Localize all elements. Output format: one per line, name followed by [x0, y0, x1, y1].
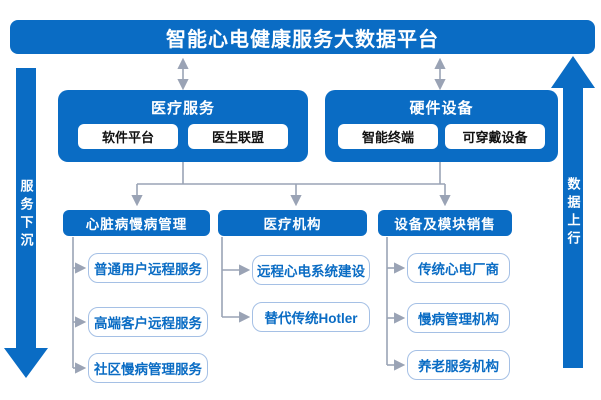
service-down-label: 服务下沉	[18, 179, 34, 251]
col2-item-replace-traditional-hotler: 替代传统Hotler	[252, 302, 370, 332]
tree-trunk-lines	[137, 162, 445, 185]
medical-service-box: 医疗服务 软件平台 医生联盟	[58, 90, 308, 162]
medical-service-title: 医疗服务	[150, 99, 215, 117]
hardware-device-title: 硬件设备	[409, 99, 474, 117]
service-down-arrow	[4, 68, 48, 378]
col2-header-medical-institutions: 医疗机构	[218, 210, 367, 236]
col1-item-premium-client-remote-service: 高端客户远程服务	[88, 307, 208, 337]
col1-item-community-chronic-service: 社区慢病管理服务	[88, 353, 208, 383]
data-up-label: 数据上行	[565, 177, 581, 249]
software-platform-box: 软件平台	[78, 124, 178, 149]
col3-item-elderly-care-orgs: 养老服务机构	[407, 350, 510, 380]
data-up-arrow	[551, 56, 595, 368]
hardware-device-children: 智能终端 可穿戴设备	[325, 124, 558, 149]
wearable-device-box: 可穿戴设备	[445, 124, 545, 149]
medical-service-children: 软件平台 医生联盟	[58, 124, 308, 149]
col1-header-chronic-disease-mgmt: 心脏病慢病管理	[63, 210, 210, 236]
platform-title-banner: 智能心电健康服务大数据平台	[10, 20, 595, 54]
hardware-device-box: 硬件设备 智能终端 可穿戴设备	[325, 90, 558, 162]
col1-item-ordinary-user-remote-service: 普通用户远程服务	[88, 253, 208, 283]
col3-item-chronic-disease-orgs: 慢病管理机构	[407, 303, 510, 333]
doctor-alliance-box: 医生联盟	[188, 124, 288, 149]
smart-terminal-box: 智能终端	[338, 124, 438, 149]
col2-item-remote-ecg-system: 远程心电系统建设	[252, 255, 370, 285]
col3-header-device-module-sales: 设备及模块销售	[378, 210, 512, 236]
col3-item-traditional-ecg-vendors: 传统心电厂商	[407, 253, 510, 283]
